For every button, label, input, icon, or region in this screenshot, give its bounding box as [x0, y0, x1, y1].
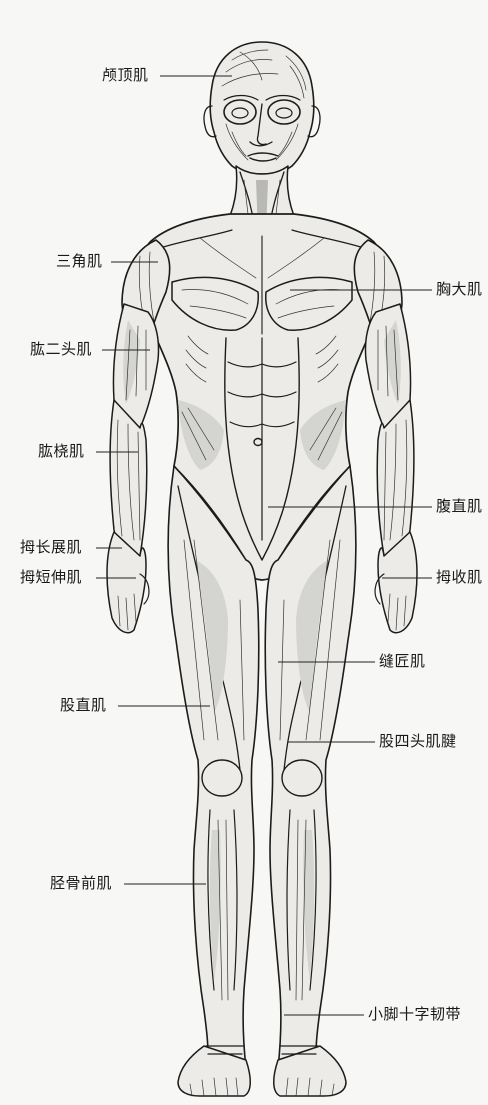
head: [204, 42, 320, 174]
label-rectus-abdominis: 腹直肌: [436, 497, 483, 515]
right-arm: [354, 240, 417, 633]
label-abductor-pollicis-longus: 拇长展肌: [20, 538, 82, 556]
right-leg: [265, 466, 356, 1096]
left-leg: [168, 466, 259, 1096]
label-adductor-pollicis: 拇收肌: [436, 568, 483, 586]
label-extensor-pollicis-brevis: 拇短伸肌: [20, 568, 82, 586]
label-sartorius: 缝匠肌: [379, 652, 426, 670]
left-arm: [107, 240, 170, 633]
label-rectus-femoris: 股直肌: [60, 696, 107, 714]
label-quadriceps-tendon: 股四头肌腱: [379, 732, 457, 750]
label-biceps: 肱二头肌: [30, 340, 92, 358]
label-pectoralis-major: 胸大肌: [436, 280, 483, 298]
label-brachioradialis: 肱桡肌: [38, 442, 85, 460]
label-extensor-retinaculum: 小脚十字韧带: [368, 1005, 461, 1023]
label-tibialis-anterior: 胫骨前肌: [50, 874, 112, 892]
label-deltoid: 三角肌: [56, 252, 103, 270]
label-frontalis: 颅顶肌: [102, 66, 149, 84]
